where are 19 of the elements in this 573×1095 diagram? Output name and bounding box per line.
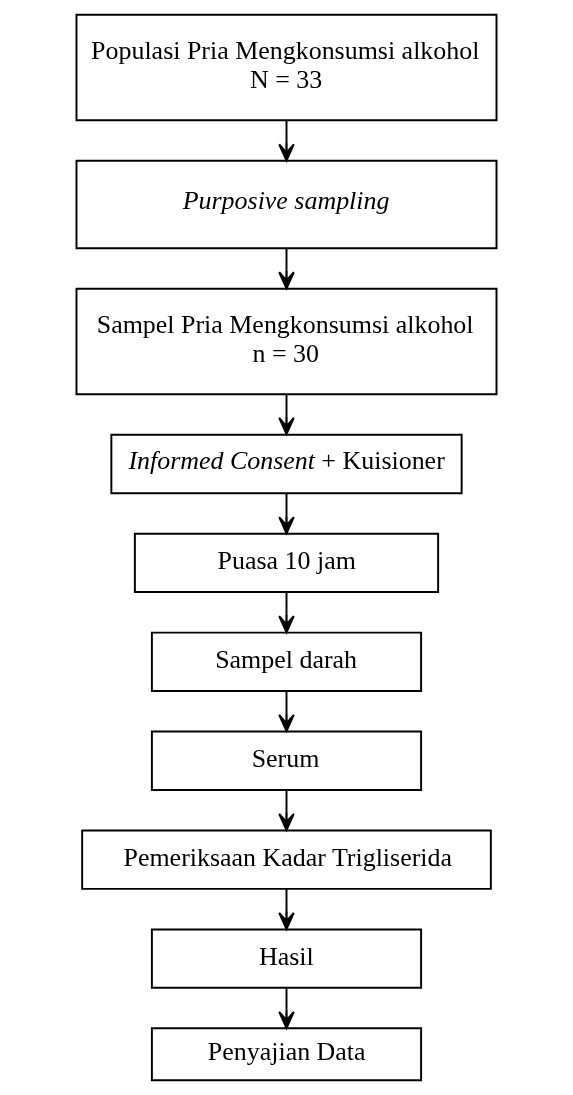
node-box: Sampel Pria Mengkonsumsi alkohol n = 30 <box>75 287 498 396</box>
node-box: Populasi Pria Mengkonsumsi alkohol N = 33 <box>75 13 498 122</box>
node-box: Puasa 10 jam <box>133 532 440 594</box>
arrow <box>278 247 295 290</box>
arrow <box>278 393 295 436</box>
arrow <box>278 119 295 162</box>
arrow <box>278 888 295 930</box>
node-box: Informed Consent + Kuisioner <box>110 433 463 495</box>
arrow <box>278 690 295 733</box>
node-box: Pemeriksaan Kadar Trigliserida <box>81 829 492 890</box>
node-box: Sampel darah <box>150 631 423 692</box>
arrow <box>278 492 295 535</box>
node-box: Hasil <box>150 928 423 989</box>
node-box: Penyajian Data <box>150 1027 423 1082</box>
node-box: Purposive sampling <box>75 159 498 250</box>
arrow <box>278 789 295 832</box>
arrow <box>278 987 295 1030</box>
node-box: Serum <box>150 730 423 791</box>
arrow <box>278 591 295 634</box>
